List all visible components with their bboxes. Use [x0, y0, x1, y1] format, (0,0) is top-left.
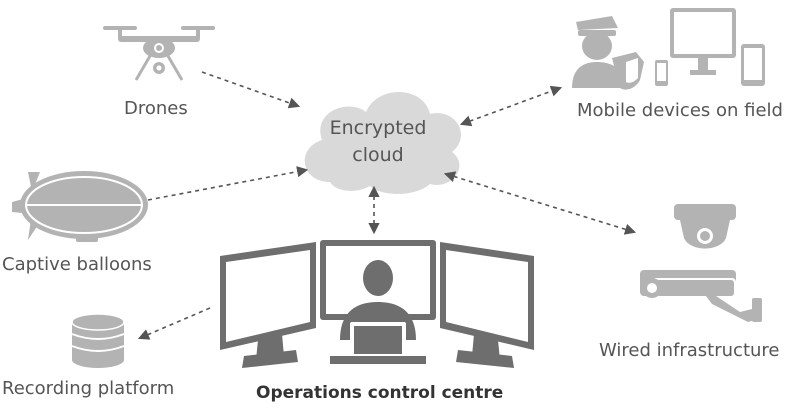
mobile-devices-label: Mobile devices on field	[577, 100, 783, 121]
left-monitor-icon	[220, 242, 316, 368]
cloud-label: Encrypted cloud	[308, 115, 448, 169]
drone-icon	[103, 26, 215, 81]
tablet-icon	[741, 44, 765, 86]
captive-balloons-label: Captive balloons	[2, 254, 152, 275]
arrow-drones-cloud	[201, 71, 301, 109]
operations-centre-label: Operations control centre	[256, 383, 504, 403]
cloud-icon	[304, 91, 461, 194]
cloud-label-line2: cloud	[352, 144, 404, 166]
right-monitor-icon	[440, 242, 534, 368]
arrow-operations-recording	[137, 307, 211, 340]
recording-platform-label: Recording platform	[2, 378, 175, 399]
police-officer-icon	[572, 16, 644, 90]
arrow-balloons-cloud	[147, 166, 309, 201]
wired-infrastructure-label: Wired infrastructure	[599, 340, 780, 361]
cloud-label-line1: Encrypted	[329, 117, 427, 139]
operations-centre-icon	[220, 240, 534, 368]
balloon-icon	[12, 171, 148, 242]
operator-icon	[330, 260, 426, 364]
connection-arrows	[137, 71, 637, 340]
drones-label: Drones	[124, 98, 188, 119]
bullet-camera-icon	[640, 270, 762, 322]
arrow-cloud-wired	[443, 171, 637, 235]
arrow-cloud-mobile	[459, 85, 563, 127]
smartphone-icon	[655, 60, 668, 86]
desktop-monitor-icon	[670, 8, 736, 75]
dome-camera-icon	[674, 204, 736, 249]
database-icon	[71, 313, 125, 368]
